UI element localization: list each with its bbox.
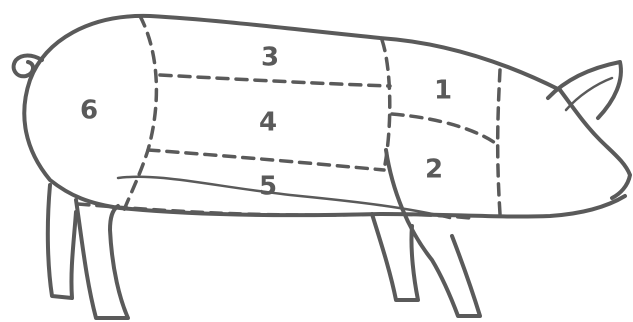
region-label-2: 2 (425, 155, 443, 185)
region-label-1: 1 (434, 76, 452, 106)
pig-rear-leg-front (76, 200, 128, 318)
region-label-3: 3 (261, 43, 279, 73)
cut-line-shoulder-top (160, 75, 390, 86)
pig-body-outline (24, 16, 625, 217)
cut-line-neck (392, 114, 498, 145)
pig-ear-outline (548, 62, 621, 118)
cut-line-ham (124, 16, 156, 210)
pig-rear-leg-back (48, 185, 76, 298)
pig-outline (14, 16, 630, 318)
region-label-5: 5 (259, 172, 277, 202)
region-label-6: 6 (80, 96, 98, 126)
cut-line-head (498, 70, 500, 214)
cut-line-mid (148, 150, 384, 170)
region-label-4: 4 (259, 108, 277, 138)
